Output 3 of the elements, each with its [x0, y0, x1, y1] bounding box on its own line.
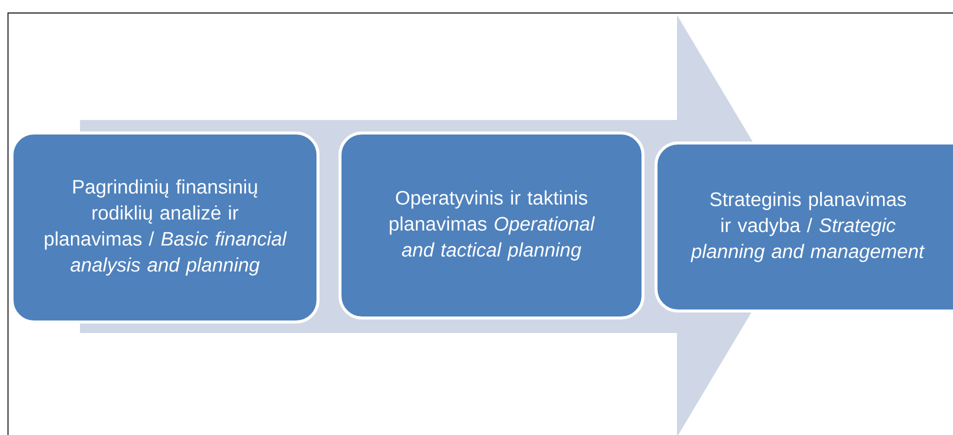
process-box: Operatyvinis ir taktinis planavimas Operational and tactical planning: [338, 132, 644, 320]
process-box: Strateginis planavimas ir vadyba / Strategic planning and management: [654, 142, 953, 312]
process-box: Pagrindinių finansinių rodiklių analizė ir planavimas / Basic financial analysis and planning: [10, 132, 320, 324]
